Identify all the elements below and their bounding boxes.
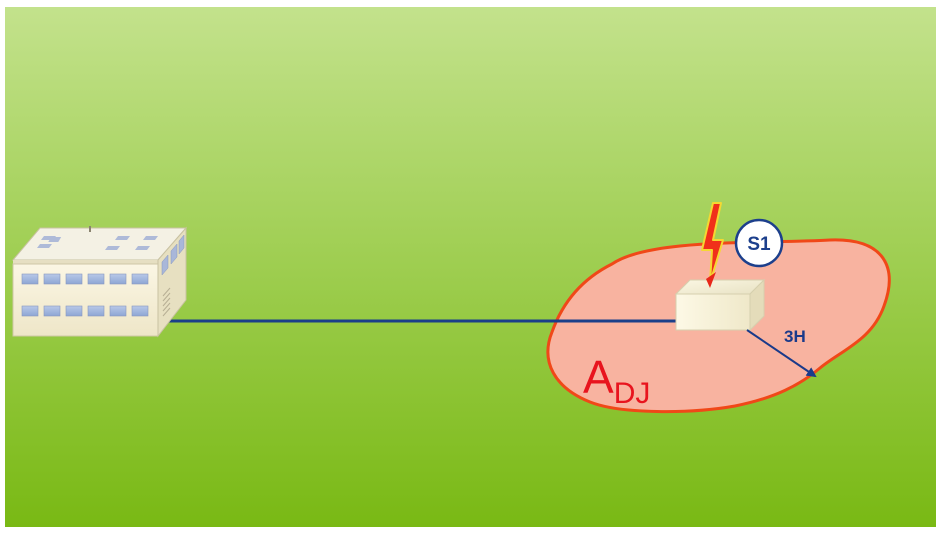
building-icon [11, 226, 188, 338]
source-badge: S1 [734, 218, 784, 268]
area-label: ADJ [583, 351, 650, 410]
structure-box-icon [674, 278, 766, 332]
distance-label: 3H [784, 327, 806, 346]
area-label-subscript: DJ [614, 377, 651, 410]
source-badge-label: S1 [747, 234, 771, 255]
lightning-icon [701, 202, 724, 288]
distance-arrow [746, 329, 817, 378]
area-label-main: A [583, 351, 614, 403]
